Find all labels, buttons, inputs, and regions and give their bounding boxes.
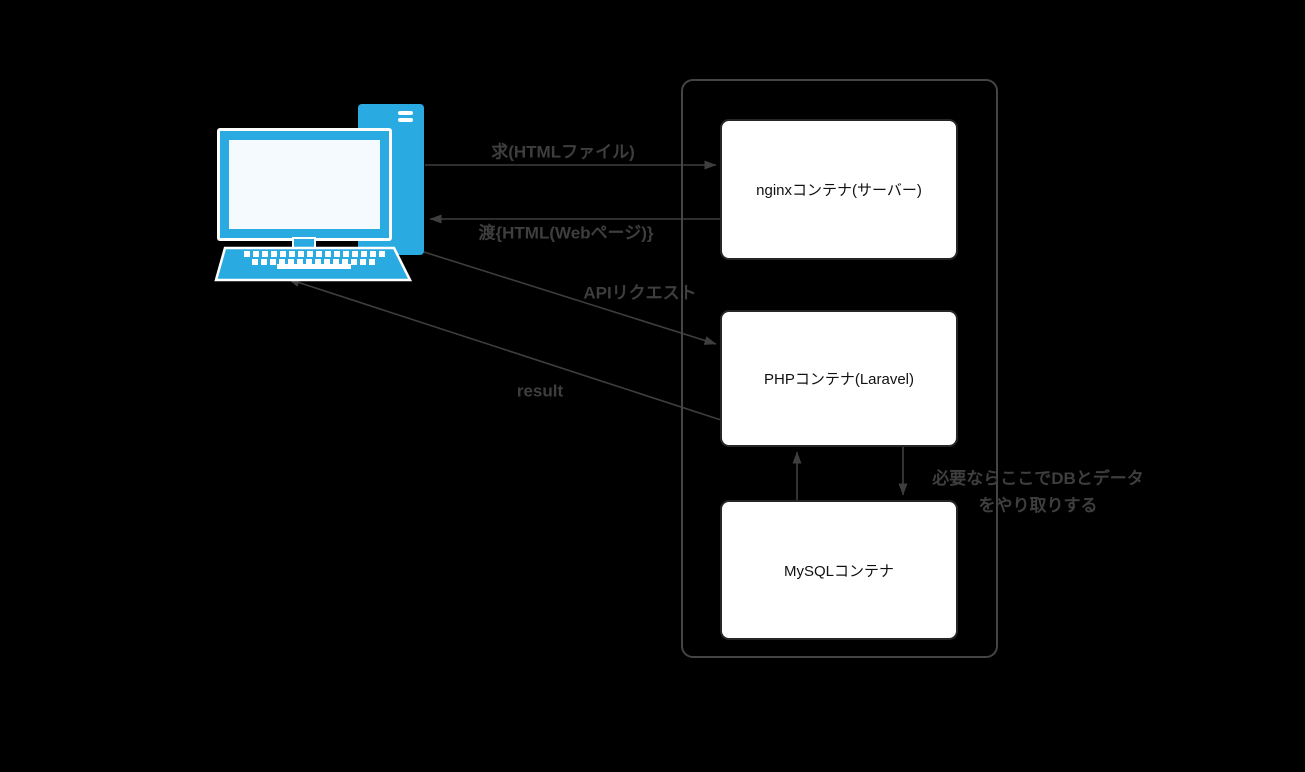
keyboard-keys — [244, 251, 385, 265]
mysql-container-box: MySQLコンテナ — [720, 500, 958, 640]
edge-label-request: 求(HTMLファイル) — [491, 142, 635, 162]
tower-vent-line — [398, 111, 413, 115]
php-container-box: PHPコンテナ(Laravel) — [720, 310, 958, 447]
edge-label-response: 渡{HTML(Webページ)} — [478, 223, 654, 243]
edge-label-result: result — [516, 381, 564, 401]
mysql-container-label: MySQLコンテナ — [783, 562, 894, 580]
edge-label-api-request: APIリクエスト — [583, 283, 697, 303]
nginx-container-box: nginxコンテナ(サーバー) — [720, 119, 958, 260]
tower-vent-line — [398, 118, 413, 122]
keyboard-space-bar — [277, 264, 351, 269]
arrow-api-request — [423, 251, 717, 345]
monitor-screen — [229, 140, 380, 229]
edge-label-db-note: 必要ならここでDBとデータ をやり取りする — [932, 469, 1144, 515]
php-container-label: PHPコンテナ(Laravel) — [763, 371, 915, 388]
docker-group-frame — [681, 79, 998, 658]
arrow-result — [287, 278, 722, 421]
desktop-computer-icon — [214, 104, 424, 282]
nginx-container-label: nginxコンテナ(サーバー) — [756, 182, 922, 199]
